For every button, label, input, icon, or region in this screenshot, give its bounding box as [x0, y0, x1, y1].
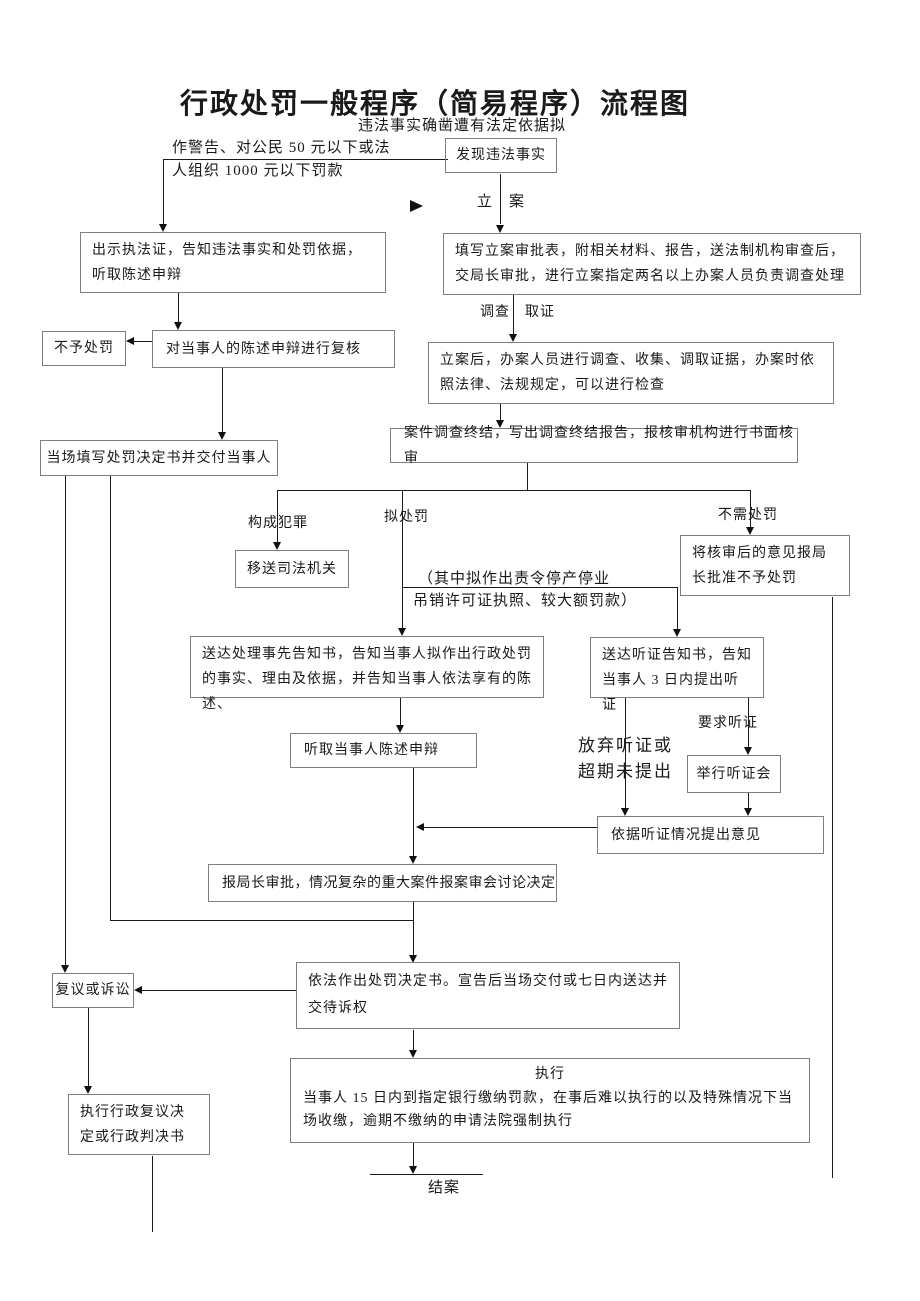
- connector: [88, 1008, 89, 1086]
- label-fangqi-line2: 超期未提出: [578, 762, 673, 781]
- connector: [277, 490, 278, 542]
- arrow-down-icon: [398, 628, 406, 636]
- box-jiang-heshen-yijian: 将核审后的意见报局长批准不予处罚: [680, 535, 850, 596]
- arrow-left-icon: [126, 337, 134, 345]
- connector: [402, 490, 403, 628]
- arrow-down-icon: [84, 1086, 92, 1094]
- arrow-down-icon: [496, 225, 504, 233]
- box-fuhe-chenshu-shenbian: 对当事人的陈述申辩进行复核: [152, 330, 395, 368]
- label-bracket-line2: 吊销许可证执照、较大额罚款）: [413, 593, 638, 609]
- label-fangqi-line1: 放弃听证或: [578, 736, 673, 755]
- box-fuyi-susong: 复议或诉讼: [52, 973, 134, 1008]
- connector: [513, 295, 514, 334]
- box-zhixing-fuyi-jueding: 执行行政复议决定或行政判决书: [68, 1094, 210, 1155]
- arrow-right-marker-icon: [410, 200, 423, 212]
- arrow-down-icon: [174, 322, 182, 330]
- box-yisong-sifa-jiguan: 移送司法机关: [235, 550, 349, 588]
- label-buxu-chufa: 不需处罚: [718, 508, 778, 523]
- label-yaoqiu-tingzheng: 要求听证: [698, 716, 758, 731]
- connector: [65, 476, 66, 965]
- arrow-down-icon: [621, 808, 629, 816]
- connector: [527, 463, 528, 490]
- box-faxian-weifa-shishi: 发现违法事实: [445, 138, 557, 173]
- connector: [130, 341, 152, 342]
- arrow-down-icon: [273, 542, 281, 550]
- connector: [748, 793, 749, 808]
- connector: [110, 476, 111, 920]
- arrow-down-icon: [746, 527, 754, 535]
- page-title: 行政处罚一般程序（简易程序）流程图: [179, 89, 690, 120]
- arrow-down-icon: [409, 1050, 417, 1058]
- box-chushi-zhifazheng: 出示执法证，告知违法事实和处罚依据，听取陈述申辩: [80, 232, 386, 293]
- label-goucheng-fanzui: 构成犯罪: [248, 516, 308, 531]
- arrow-left-icon: [134, 986, 142, 994]
- connector: [625, 698, 626, 808]
- box-songda-chuli-gaozhishu: 送达处理事先告知书，告知当事人拟作出行政处罚的事实、理由及依据，并告知当事人依法…: [190, 636, 544, 712]
- connector: [400, 698, 401, 725]
- arrow-down-icon: [218, 432, 226, 440]
- arrow-down-icon: [744, 808, 752, 816]
- connector: [832, 597, 833, 1178]
- box-bao-juzhang-shenpi: 报局长审批，情况复杂的重大案件报案审会讨论决定: [208, 864, 557, 902]
- box-anjian-diaocha-zhongjie: 案件调查终结，写出调查终结报告，报核审机构进行书面核审: [390, 426, 798, 466]
- box-juxing-tingzhenghui: 举行听证会: [687, 755, 781, 793]
- connector: [500, 404, 501, 420]
- connector: [110, 920, 413, 921]
- arrow-left-icon: [416, 823, 424, 831]
- connector: [677, 587, 678, 629]
- connector: [222, 368, 223, 432]
- label-li-an: 立 案: [477, 194, 526, 210]
- condition-line1-label: 作警告、对公民 50 元以下或法: [172, 140, 391, 156]
- box-tianxie-lian-shenpibiao: 填写立案审批表，附相关材料、报告，送法制机构审查后，交局长审批，进行立案指定两名…: [443, 233, 861, 295]
- box-songda-tingzheng-gaozhishu: 送达听证告知书，告知当事人 3 日内提出听证: [590, 637, 764, 713]
- label-jie-an: 结案: [428, 1180, 461, 1196]
- connector: [413, 1143, 414, 1166]
- arrow-down-icon: [61, 965, 69, 973]
- label-bracket-line1: （其中拟作出责令停产停业: [418, 571, 611, 587]
- connector: [500, 174, 501, 224]
- box-zhixing-body: 当事人 15 日内到指定银行缴纳罚款，在事后难以执行的以及特殊情况下当场收缴，逾…: [303, 1091, 793, 1129]
- box-zhixing-title: 执行: [535, 1067, 565, 1082]
- arrow-down-icon: [159, 224, 167, 232]
- connector: [163, 159, 448, 160]
- box-yiju-tingzheng-yijian: 依据听证情况提出意见: [597, 816, 824, 854]
- connector: [750, 490, 751, 527]
- connector: [413, 768, 414, 856]
- end-line: [370, 1174, 483, 1175]
- connector: [402, 587, 677, 588]
- connector: [424, 827, 597, 828]
- subtitle-condition-label: 违法事实确凿遭有法定依据拟: [358, 118, 567, 134]
- arrow-down-icon: [409, 856, 417, 864]
- arrow-down-icon: [409, 955, 417, 963]
- arrow-down-icon: [744, 747, 752, 755]
- connector: [277, 490, 750, 491]
- connector: [748, 698, 749, 747]
- box-tingqu-chenshu-shenbian: 听取当事人陈述申辩: [290, 733, 477, 768]
- box-lianhou-diaocha: 立案后，办案人员进行调查、收集、调取证据，办案时依照法律、法规规定，可以进行检查: [428, 342, 834, 404]
- box-buyu-chufa: 不予处罚: [42, 331, 126, 366]
- arrow-down-icon: [509, 334, 517, 342]
- condition-line2-label: 人组织 1000 元以下罚款: [172, 163, 344, 179]
- box-zhixing: 执行 当事人 15 日内到指定银行缴纳罚款，在事后难以执行的以及特殊情况下当场收…: [290, 1058, 810, 1143]
- box-yifa-zuochu-jueding: 依法作出处罚决定书。宣告后当场交付或七日内送达并交待诉权: [296, 962, 680, 1029]
- arrow-down-icon: [396, 725, 404, 733]
- connector: [163, 159, 164, 224]
- connector: [152, 1156, 153, 1232]
- connector: [413, 902, 414, 955]
- connector: [413, 1030, 414, 1050]
- connector: [142, 990, 296, 991]
- box-dangchang-jueding-shu: 当场填写处罚决定书并交付当事人: [40, 440, 278, 476]
- connector: [178, 293, 179, 322]
- label-ni-chufa: 拟处罚: [384, 510, 429, 525]
- label-diaocha-quzheng: 调查 取证: [480, 305, 555, 320]
- arrow-down-icon: [673, 629, 681, 637]
- arrow-down-icon: [496, 420, 504, 428]
- arrow-down-icon: [409, 1166, 417, 1174]
